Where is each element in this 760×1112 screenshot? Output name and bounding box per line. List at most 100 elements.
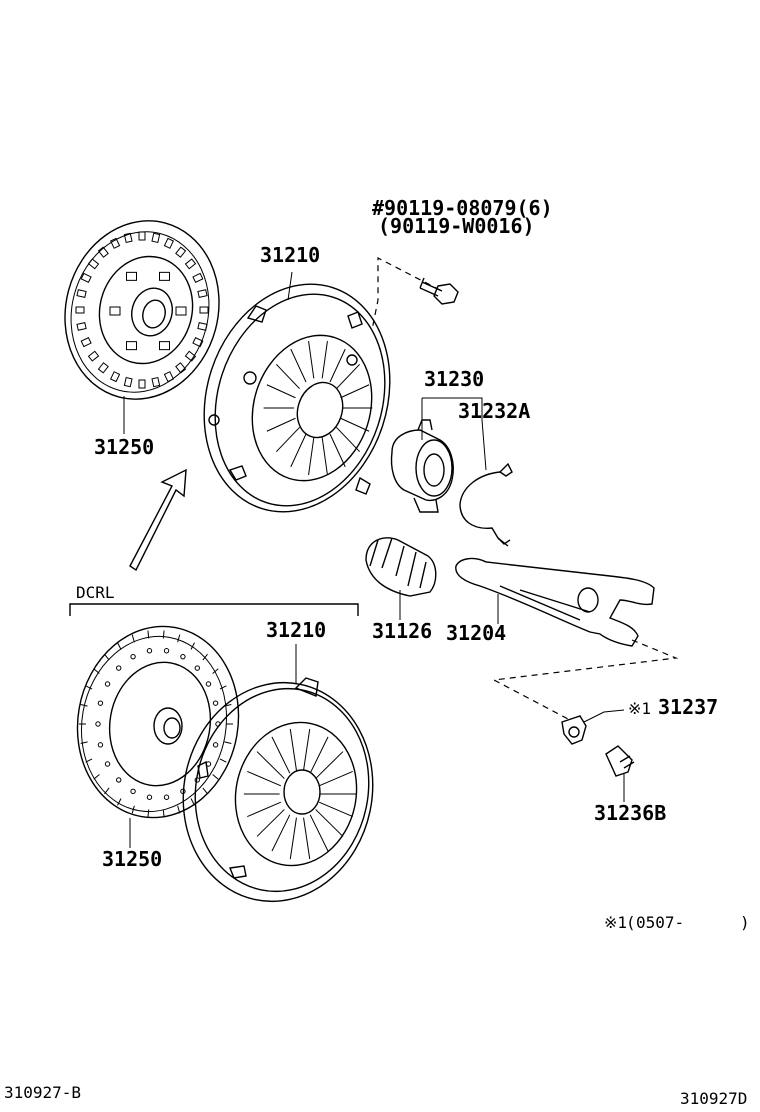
diaphragm-finger [266, 417, 296, 432]
facing-groove [224, 741, 232, 745]
rivet [212, 742, 219, 748]
cover-bolt [371, 257, 459, 331]
damper-spring [126, 271, 137, 281]
facing-groove [93, 774, 100, 780]
direction-arrow-icon [129, 468, 187, 572]
friction-slot [192, 337, 204, 348]
bearing-number: 31230 [424, 367, 484, 391]
facing-groove [212, 668, 219, 674]
facing-groove [147, 630, 150, 639]
diaphragm-finger [308, 340, 315, 379]
dcrl-bracket [69, 603, 359, 616]
pivot-number: 31237 [658, 695, 718, 719]
friction-slot [97, 362, 109, 374]
diaphragm-finger [303, 817, 311, 860]
diaphragm-finger [247, 770, 282, 787]
diaphragm-finger [275, 426, 300, 453]
diaphragm-finger [256, 751, 285, 779]
diaphragm-finger [290, 433, 307, 468]
friction-slot [138, 379, 146, 389]
rivet [180, 653, 186, 660]
ball-stud [605, 745, 635, 802]
clutch-disc-top [64, 220, 220, 400]
friction-slot [123, 376, 133, 388]
rivet [212, 700, 219, 706]
diaphragm-finger [318, 770, 353, 787]
diaphragm-finger [303, 728, 311, 771]
facing-groove [162, 630, 165, 639]
diaphragm-finger [340, 417, 370, 432]
friction-slot [109, 371, 121, 383]
facing-groove [131, 805, 135, 814]
friction-slot [163, 371, 175, 383]
facing-groove [117, 642, 122, 650]
facing-groove [147, 809, 150, 818]
friction-slot [76, 289, 87, 298]
cover-top-number: 31210 [260, 243, 320, 267]
fork-number: 31204 [446, 621, 506, 645]
facing-groove [190, 642, 195, 650]
friction-slot [109, 237, 121, 249]
rivet [116, 665, 122, 671]
disc-bottom-number: 31250 [102, 847, 162, 871]
facing-groove [162, 809, 165, 818]
rivet [146, 648, 153, 654]
damper-spring [159, 271, 170, 281]
diaphragm-finger [256, 809, 285, 837]
diaphragm-finger [329, 348, 346, 383]
rivet [116, 777, 122, 783]
friction-slot [197, 289, 208, 298]
ball-stud-number: 31236B [594, 801, 666, 825]
clutch-cover-bottom [182, 677, 374, 903]
friction-slot [199, 306, 209, 314]
clip-number: 31232A [458, 399, 530, 423]
rivet [104, 681, 111, 687]
rivet [163, 648, 170, 654]
boot-number: 31126 [372, 619, 432, 643]
rivet [163, 794, 170, 800]
footnote-open: ( [626, 913, 636, 932]
friction-slot [184, 350, 197, 362]
facing-groove [212, 774, 219, 780]
rivet [146, 794, 153, 800]
facing-groove [219, 758, 227, 763]
facing-groove [104, 653, 110, 661]
facing-groove [131, 634, 135, 643]
facing-groove [104, 787, 110, 795]
pivot-mark: ※1 [628, 699, 651, 718]
rivet [97, 700, 104, 706]
diaphragm-finger [309, 736, 329, 774]
diaphragm-finger [308, 437, 315, 476]
rivet [104, 761, 111, 767]
diaphragm-finger [321, 437, 328, 476]
facing-groove [177, 805, 181, 814]
diaphragm-finger [329, 433, 346, 468]
friction-slot [80, 272, 92, 283]
friction-slot [184, 258, 197, 270]
facing-groove [177, 634, 181, 643]
facing-groove [219, 685, 227, 690]
friction-slot [163, 237, 175, 249]
diaphragm-finger [275, 363, 300, 390]
damper-spring [159, 341, 170, 351]
damper-spring [126, 341, 137, 351]
bolt-alt-number: (90119-W0016) [378, 214, 535, 238]
bearing-clip [459, 462, 513, 547]
diaphragm-finger [289, 728, 297, 771]
facing-groove [117, 798, 122, 806]
friction-slot [87, 258, 100, 270]
friction-slot [197, 322, 208, 331]
bolt-part-number: #90119-08079(6) [372, 196, 553, 220]
rivet [130, 788, 136, 795]
facing-groove [202, 787, 208, 795]
cover-bottom-number: 31210 [266, 618, 326, 642]
friction-slot [192, 272, 204, 283]
rivet [205, 681, 212, 687]
release-bearing [390, 419, 454, 513]
rivet [95, 721, 101, 727]
diaphragm-finger [315, 809, 344, 837]
group-label: DCRL [76, 583, 115, 602]
damper-spring [109, 306, 121, 316]
facing-groove [93, 668, 100, 674]
